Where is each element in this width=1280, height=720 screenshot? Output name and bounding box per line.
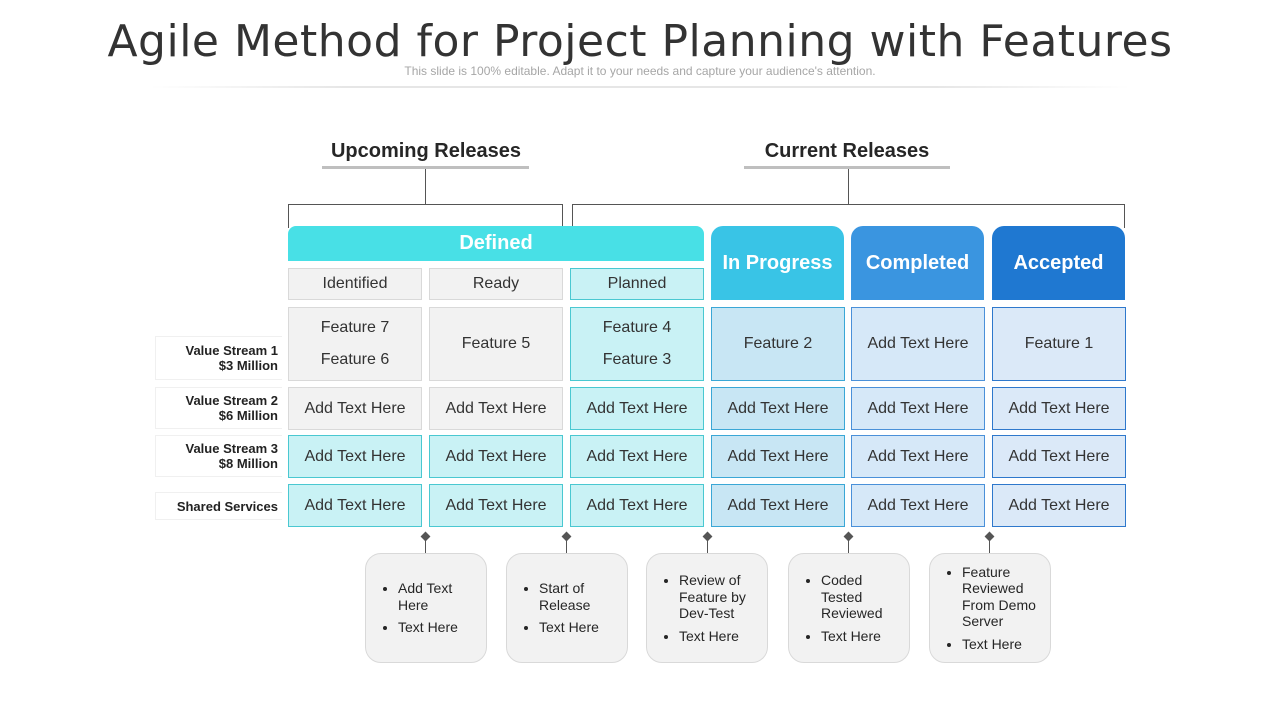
ready-header: Ready <box>429 268 563 300</box>
row-label-shared-services: Shared Services <box>155 492 282 520</box>
note-bullet: Text Here <box>398 619 480 636</box>
cell-vs2-accepted: Add Text Here <box>992 387 1126 430</box>
upcoming-bracket-left <box>288 204 289 228</box>
note-bullet: Add Text Here <box>398 580 480 613</box>
cell-vs2-completed: Add Text Here <box>851 387 985 430</box>
cell-vs1-accepted: Feature 1 <box>992 307 1126 381</box>
cell-vs3-completed: Add Text Here <box>851 435 985 478</box>
note-bullet: Text Here <box>821 628 903 645</box>
identified-header: Identified <box>288 268 422 300</box>
note-box-3: Review of Feature by Dev-TestText Here <box>646 553 768 663</box>
cell-vs1-in-progress: Feature 2 <box>711 307 845 381</box>
cell-shared-accepted: Add Text Here <box>992 484 1126 527</box>
in-progress-header: In Progress <box>711 226 844 300</box>
upcoming-releases-label: Upcoming Releases <box>330 140 522 162</box>
note-bullet: Feature Reviewed From Demo Server <box>962 564 1044 630</box>
cell-shared-completed: Add Text Here <box>851 484 985 527</box>
row-label-value-stream-2: Value Stream 2$6 Million <box>155 387 282 429</box>
connector-line <box>425 540 426 554</box>
cell-shared-in-progress: Add Text Here <box>711 484 845 527</box>
cell-vs3-ready: Add Text Here <box>429 435 563 478</box>
current-bracket-right <box>1124 204 1125 228</box>
cell-shared-identified: Add Text Here <box>288 484 422 527</box>
accepted-header: Accepted <box>992 226 1125 300</box>
completed-header: Completed <box>851 226 984 300</box>
row-label-value-stream-1: Value Stream 1$3 Million <box>155 336 282 380</box>
note-bullet: Start of Release <box>539 580 621 613</box>
cell-vs3-accepted: Add Text Here <box>992 435 1126 478</box>
cell-vs2-identified: Add Text Here <box>288 387 422 430</box>
note-bullet: Coded Tested Reviewed <box>821 572 903 622</box>
upcoming-bracket-right <box>562 204 563 228</box>
cell-shared-ready: Add Text Here <box>429 484 563 527</box>
cell-vs2-planned: Add Text Here <box>570 387 704 430</box>
cell-vs3-planned: Add Text Here <box>570 435 704 478</box>
current-connector <box>848 169 849 204</box>
note-box-1: Add Text HereText Here <box>365 553 487 663</box>
cell-vs3-in-progress: Add Text Here <box>711 435 845 478</box>
row-label-value-stream-3: Value Stream 3$8 Million <box>155 435 282 477</box>
connector-line <box>989 540 990 554</box>
upcoming-bracket <box>288 204 563 205</box>
note-box-4: Coded Tested ReviewedText Here <box>788 553 910 663</box>
current-bracket-left <box>572 204 573 228</box>
cell-shared-planned: Add Text Here <box>570 484 704 527</box>
page-title: Agile Method for Project Planning with F… <box>107 16 1173 67</box>
current-bracket <box>572 204 1125 205</box>
cell-vs2-ready: Add Text Here <box>429 387 563 430</box>
note-bullet: Text Here <box>539 619 621 636</box>
planned-header: Planned <box>570 268 704 300</box>
title-divider <box>150 86 1130 88</box>
cell-vs1-ready: Feature 5 <box>429 307 563 381</box>
note-bullet: Review of Feature by Dev-Test <box>679 572 761 622</box>
connector-line <box>707 540 708 554</box>
page-subtitle: This slide is 100% editable. Adapt it to… <box>404 64 876 78</box>
note-box-2: Start of ReleaseText Here <box>506 553 628 663</box>
note-bullet: Text Here <box>962 636 1044 653</box>
current-releases-label: Current Releases <box>764 140 930 162</box>
cell-vs3-identified: Add Text Here <box>288 435 422 478</box>
upcoming-connector <box>425 169 426 204</box>
defined-header: Defined <box>288 226 704 261</box>
upcoming-underline <box>322 166 529 169</box>
note-bullet: Text Here <box>679 628 761 645</box>
current-underline <box>744 166 950 169</box>
cell-vs1-completed: Add Text Here <box>851 307 985 381</box>
cell-vs2-in-progress: Add Text Here <box>711 387 845 430</box>
note-box-5: Feature Reviewed From Demo ServerText He… <box>929 553 1051 663</box>
connector-line <box>848 540 849 554</box>
connector-line <box>566 540 567 554</box>
